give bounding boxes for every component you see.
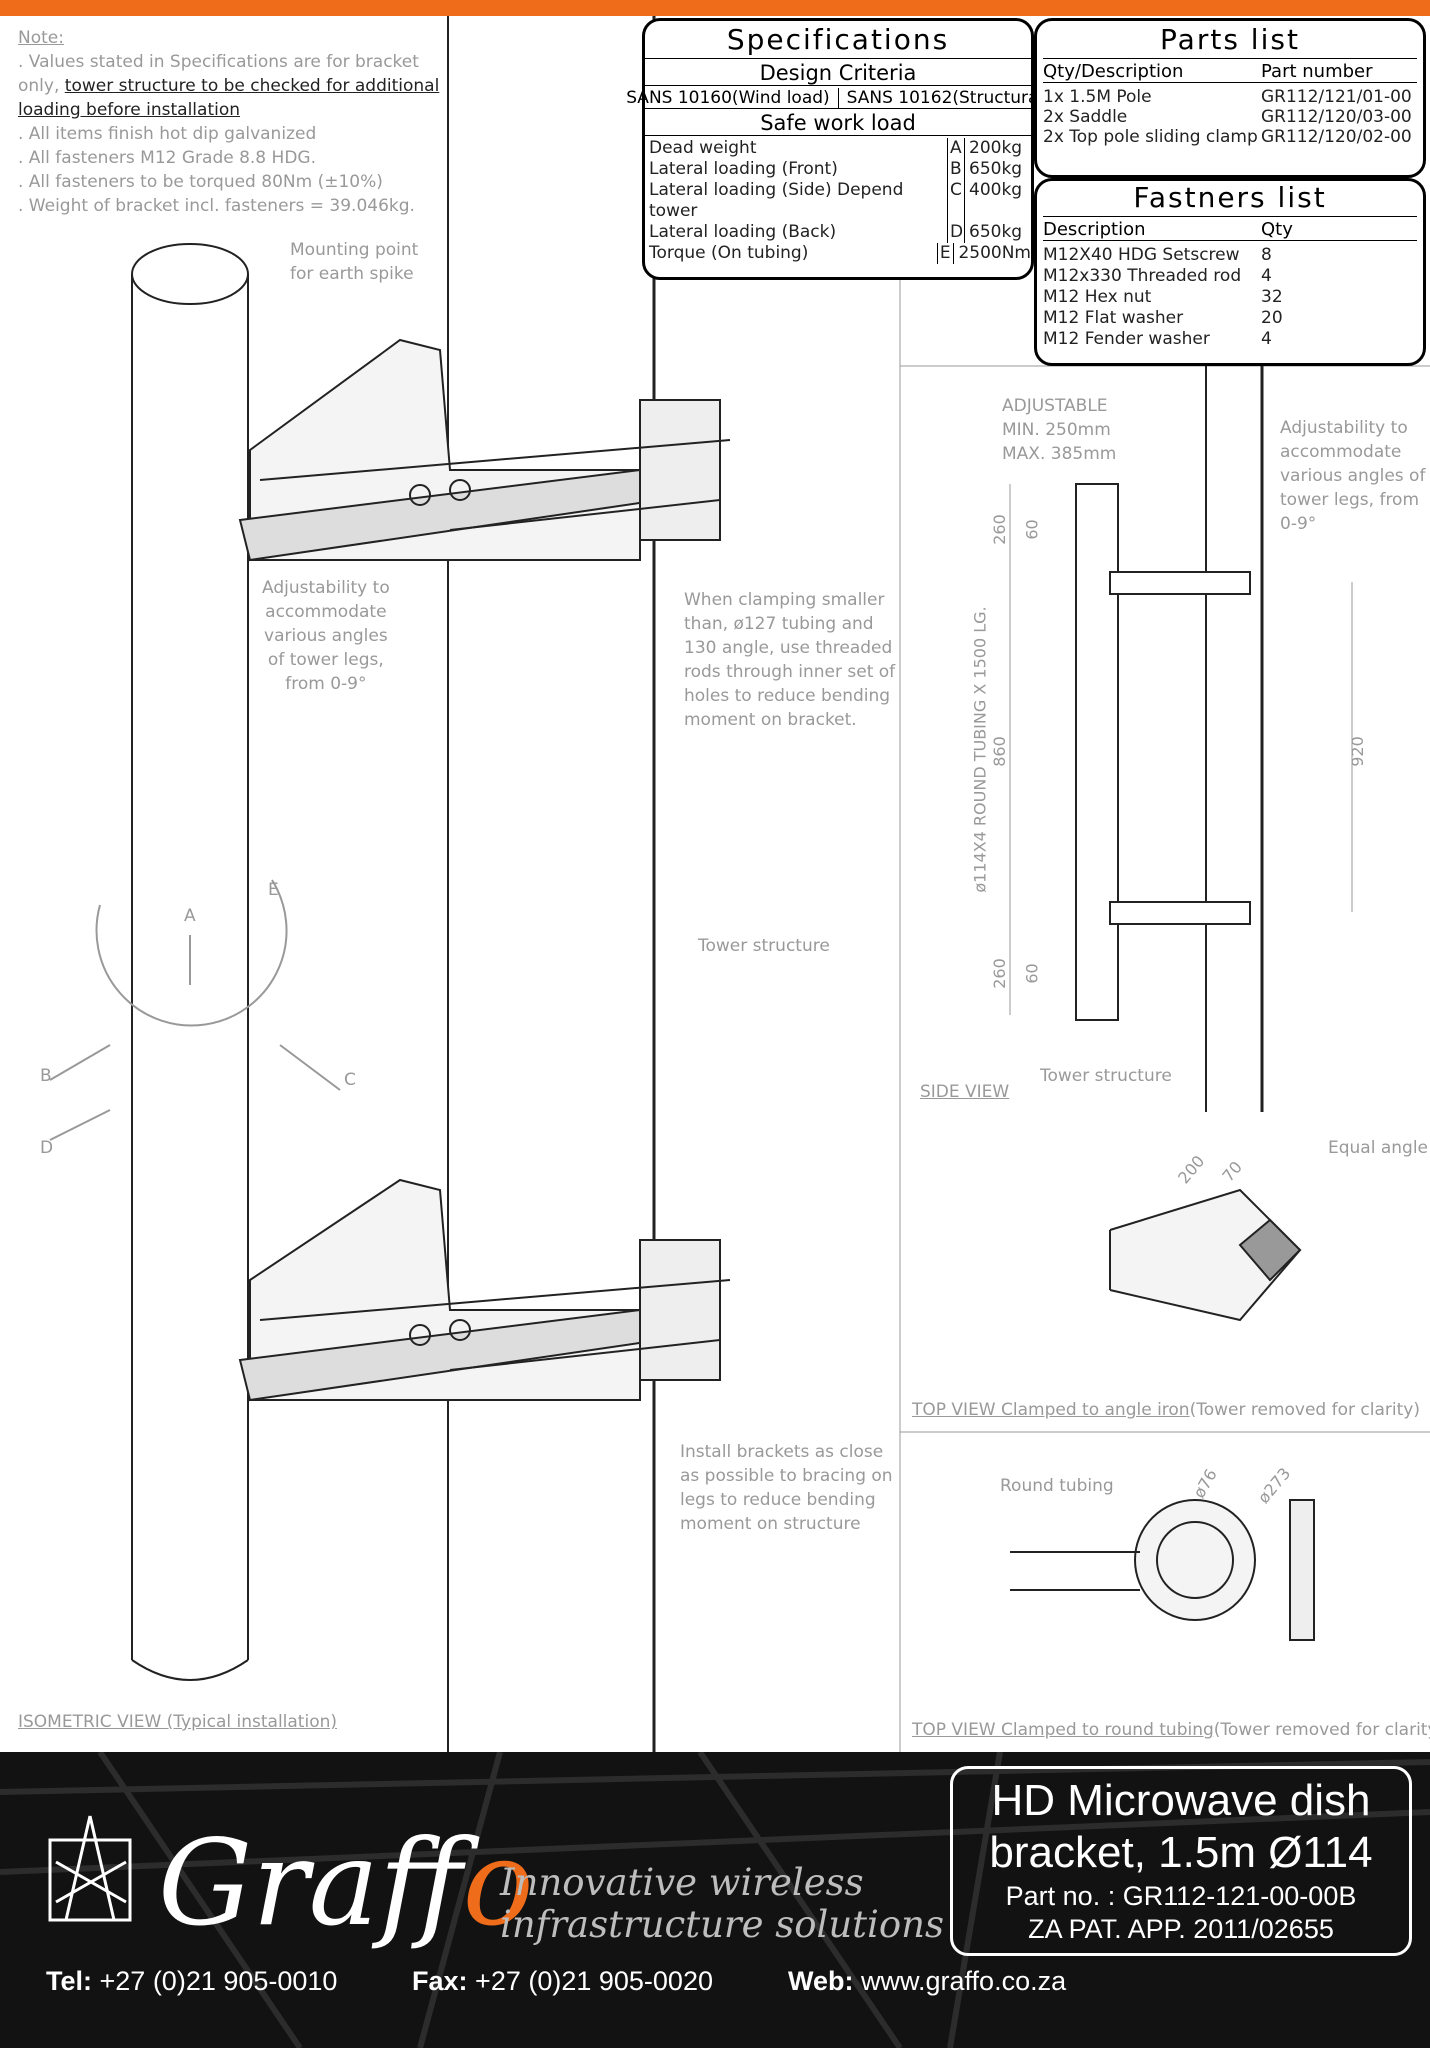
footer: Graffo Innovative wireless infrastructur… <box>0 1752 1430 2048</box>
patent-number: ZA PAT. APP. 2011/02655 <box>1028 1914 1334 1944</box>
dim-260-bottom: 260 <box>989 958 1009 989</box>
specifications-panel: Specifications Design Criteria SANS 1016… <box>626 18 1050 280</box>
equal-angle-label: Equal angle <box>1328 1138 1429 1158</box>
fasteners-list-panel: Fastners list Description Qty M12X40 HDG… <box>1034 178 1426 366</box>
clamping-note-annotation: When clamping smaller than, ø127 tubing … <box>684 590 896 730</box>
note-line-3: loading before installation <box>18 100 241 120</box>
tower-background-graphic <box>0 1752 1430 2048</box>
top-view-angle-label: TOP VIEW Clamped to angle iron(Tower rem… <box>912 1400 1420 1420</box>
title-block: HD Microwave dish bracket, 1.5m Ø114 Par… <box>950 1766 1412 1956</box>
mounting-point-annotation: Mounting point for earth spike <box>290 240 419 284</box>
note-line-6: . All fasteners to be torqued 80Nm (±10%… <box>18 172 383 192</box>
fasteners-list-header: Description Qty <box>1043 219 1293 240</box>
parts-list-title: Parts list <box>1160 23 1300 56</box>
brand-wordmark: Graffo <box>158 1814 534 1952</box>
specifications-title: Specifications <box>726 23 950 56</box>
round-tubing-label: Round tubing <box>1000 1476 1114 1496</box>
isometric-view-label: ISOMETRIC VIEW (Typical installation) <box>18 1712 338 1732</box>
contact-tel: Tel: +27 (0)21 905-0010 <box>46 1966 338 1996</box>
adjustability-side-annotation: Adjustability to accommodate various ang… <box>1280 418 1426 534</box>
drawing-linework <box>49 16 1430 1752</box>
adjustable-annotation: ADJUSTABLE MIN. 250mm MAX. 385mm <box>1002 396 1117 464</box>
title-line-2: bracket, 1.5m Ø114 <box>989 1828 1373 1877</box>
dim-860: 860 <box>989 736 1009 767</box>
safe-work-load-label: Safe work load <box>760 111 916 135</box>
note-line-2: only, tower structure to be checked for … <box>18 76 440 96</box>
load-label-e: E <box>268 880 279 900</box>
part-number: Part no. : GR112-121-00-00B <box>1005 1881 1357 1911</box>
dim-tubing-spec: ø114X4 ROUND TUBING X 1500 LG. <box>970 606 990 893</box>
parts-list-header: Qty/Description Part number <box>1043 61 1373 82</box>
tower-structure-side-label: Tower structure <box>1040 1066 1172 1086</box>
contact-fax: Fax: +27 (0)21 905-0020 <box>412 1966 713 1996</box>
standards-row: SANS 10160(Wind load) SANS 10162(Structu… <box>626 88 1050 108</box>
top-view-round-label: TOP VIEW Clamped to round tubing(Tower r… <box>912 1720 1430 1740</box>
fasteners-list-title: Fastners list <box>1133 181 1327 214</box>
contact-web[interactable]: Web: www.graffo.co.za <box>788 1966 1067 1996</box>
note-line-5: . All fasteners M12 Grade 8.8 HDG. <box>18 148 316 168</box>
notes-heading: Note: <box>18 28 64 48</box>
title-line-1: HD Microwave dish <box>991 1776 1371 1825</box>
dim-60-bottom: 60 <box>1022 963 1042 984</box>
note-line-7: . Weight of bracket incl. fasteners = 39… <box>18 196 415 216</box>
dim-60-top: 60 <box>1022 519 1042 540</box>
dim-260-top: 260 <box>989 514 1009 545</box>
install-note-annotation: Install brackets as close as possible to… <box>680 1442 893 1534</box>
graffo-logo-icon <box>48 1815 132 1922</box>
dim-920: 920 <box>1347 736 1367 767</box>
tower-structure-iso-label: Tower structure <box>698 936 830 956</box>
side-view-label: SIDE VIEW <box>920 1082 1010 1102</box>
load-label-b: B <box>40 1066 52 1086</box>
parts-list-panel: Parts list Qty/Description Part number 1… <box>1034 18 1426 178</box>
load-label-c: C <box>344 1070 356 1090</box>
load-label-a: A <box>184 906 196 926</box>
top-accent-bar <box>0 0 1430 16</box>
design-criteria-label: Design Criteria <box>759 61 917 85</box>
standard-structural: SANS 10162(Structural) <box>846 88 1050 108</box>
load-label-d: D <box>40 1138 54 1158</box>
notes-block: Note: . Values stated in Specifications … <box>18 26 440 218</box>
standard-wind: SANS 10160(Wind load) <box>626 88 830 108</box>
adjustability-iso-annotation: Adjustability to accommodate various ang… <box>262 578 390 694</box>
note-line-1: . Values stated in Specifications are fo… <box>18 52 419 72</box>
brand-tagline: Innovative wireless infrastructure solut… <box>500 1861 944 1946</box>
note-line-4: . All items finish hot dip galvanized <box>18 124 317 144</box>
